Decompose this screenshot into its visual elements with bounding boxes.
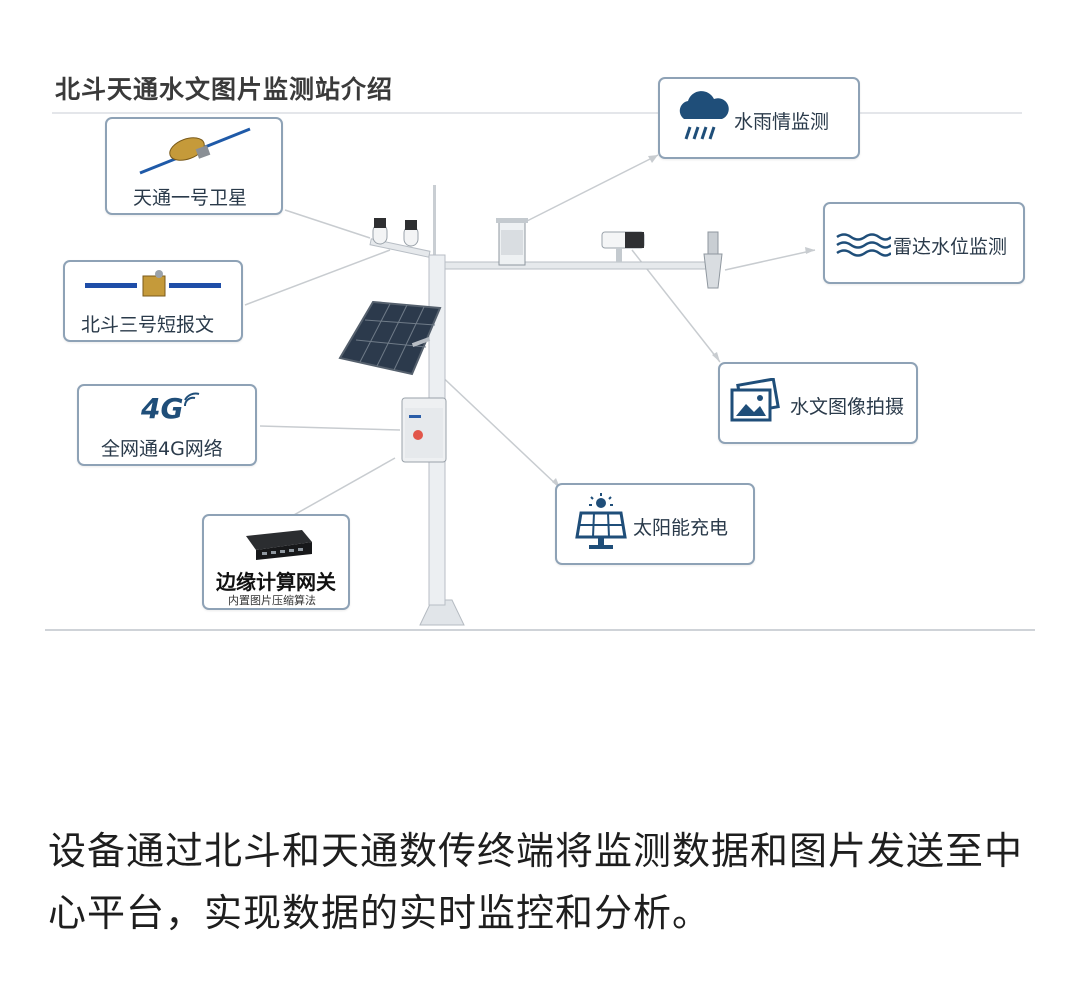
line-radar [724, 249, 816, 271]
card-tiantong-satellite: 天通一号卫星 [105, 117, 283, 215]
label-radar-water-level: 雷达水位监测 [893, 236, 1008, 258]
label-4g-network: 全网通4G网络 [101, 438, 223, 460]
station-diagram: 北斗天通水文图片监测站介绍 [40, 40, 1040, 650]
line-4g [259, 425, 401, 431]
solar-panel-icon [575, 493, 627, 549]
label-hydrology-image: 水文图像拍摄 [790, 396, 905, 418]
solar-panel [338, 300, 442, 376]
satellite-antennas [372, 218, 419, 247]
card-beidou: 北斗三号短报文 [63, 260, 243, 342]
label-tiantong: 天通一号卫星 [133, 187, 248, 209]
label-beidou: 北斗三号短报文 [81, 314, 215, 336]
satellite-icon [139, 127, 251, 175]
image-photo-icon [730, 378, 780, 422]
diagram-title: 北斗天通水文图片监测站介绍 [55, 75, 394, 104]
line-beidou [244, 249, 391, 306]
line-solar [434, 369, 561, 489]
card-edge-gateway: 边缘计算网关 内置图片压缩算法 [202, 514, 350, 610]
label-edge-gateway-sub: 内置图片压缩算法 [228, 594, 316, 607]
monitoring-station [338, 185, 723, 626]
signal-icon [184, 392, 200, 407]
card-rain-monitoring: 水雨情监测 [658, 77, 860, 159]
satellite-icon [85, 270, 221, 297]
water-waves-icon [836, 233, 891, 257]
camera [601, 231, 645, 262]
line-tiantong [284, 209, 371, 239]
crossarm [444, 261, 721, 270]
line-gateway [284, 457, 396, 521]
card-solar-charging: 太阳能充电 [555, 483, 755, 565]
ground-line [45, 629, 1035, 631]
lightning-rod [433, 185, 436, 280]
card-hydrology-image: 水文图像拍摄 [718, 362, 918, 444]
cloud-rain-icon [679, 91, 729, 140]
radar-sensor [703, 231, 723, 289]
pole-base [419, 599, 465, 626]
label-rain-monitoring: 水雨情监测 [734, 111, 830, 133]
connector-lines [244, 154, 816, 521]
line-rain [524, 154, 659, 223]
caption-text: 设备通过北斗和天通数传终端将监测数据和图片发送至中心平台，实现数据的实时监控和分… [48, 829, 1024, 935]
rain-gauge [496, 218, 528, 266]
label-solar-charging: 太阳能充电 [633, 517, 729, 539]
label-edge-gateway: 边缘计算网关 [216, 570, 336, 594]
antenna-arm [369, 238, 431, 258]
control-box [401, 397, 447, 463]
title-divider [52, 112, 1022, 114]
badge-4g: 4G [141, 392, 184, 425]
card-4g-network: 4G 全网通4G网络 [77, 384, 257, 466]
gateway-device-icon [246, 530, 312, 560]
card-radar-water-level: 雷达水位监测 [823, 202, 1025, 284]
